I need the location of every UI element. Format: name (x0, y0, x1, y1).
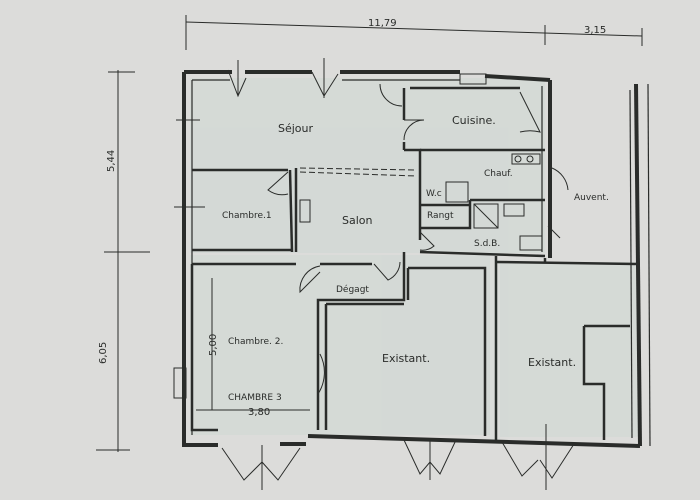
fixtures (173, 153, 543, 399)
top-windows (227, 58, 487, 98)
room-label-chauf: Chauf. (484, 169, 513, 179)
french-doors (221, 424, 575, 490)
room-label-auvent: Auvent. (574, 193, 609, 203)
outer-wall-inner-lines (191, 79, 651, 447)
room-label-existant-1: Existant. (382, 352, 430, 365)
open-space-divider (299, 171, 417, 177)
room-label-chambre3: CHAMBRE 3 (228, 393, 282, 403)
dim-top-width: 11,79 (368, 18, 397, 29)
interior-walls (190, 86, 641, 440)
room-label-rangt: Rangt (427, 211, 454, 221)
dim-chambre3-height: 5,00 (208, 334, 219, 356)
open-space-divider-2 (299, 167, 417, 171)
dimension-lines (96, 15, 643, 452)
dim-left-lower: 6,05 (98, 342, 109, 364)
room-label-existant-2: Existant. (528, 356, 576, 369)
room-label-cuisine: Cuisine. (452, 114, 496, 127)
room-label-wc: W.c (426, 189, 442, 199)
room-labels: Séjour Cuisine. Chauf. W.c Rangt S.d.B. … (222, 114, 609, 403)
dim-top-right: 3,15 (584, 25, 606, 36)
dimension-labels: 11,79 3,15 5,44 6,05 3,80 5,00 (98, 18, 606, 418)
dim-chambre3-width: 3,80 (248, 407, 270, 418)
floor-fill (190, 78, 640, 437)
room-label-salon: Salon (342, 214, 373, 227)
room-label-sdb: S.d.B. (474, 239, 500, 249)
room-label-degagt: Dégagt (336, 284, 369, 295)
room-label-sejour: Séjour (278, 122, 314, 135)
dim-left-upper: 5,44 (106, 150, 117, 172)
room-label-chambre2: Chambre. 2. (228, 337, 283, 347)
room-label-chambre1: Chambre.1 (222, 211, 272, 221)
door-swings (267, 83, 569, 395)
